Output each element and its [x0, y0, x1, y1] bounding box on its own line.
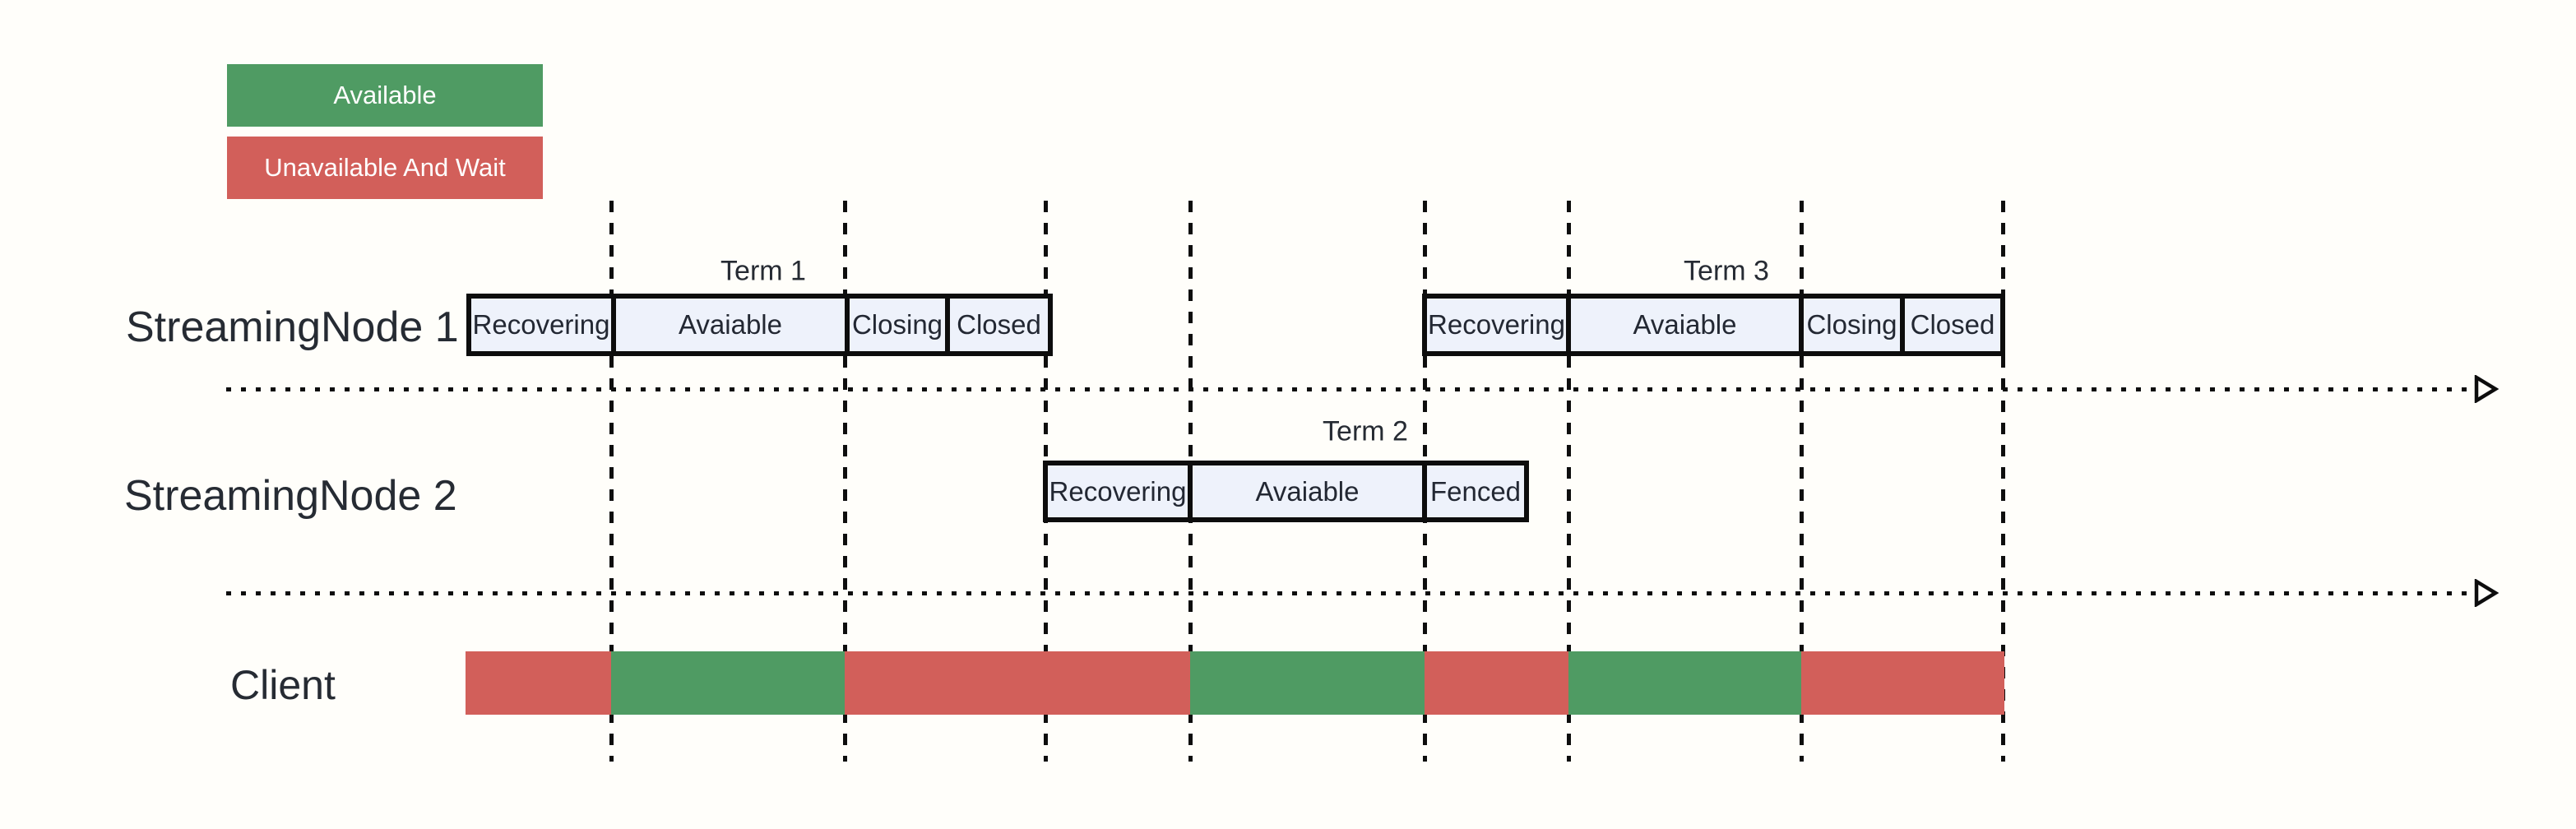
client-segment-available: [1568, 651, 1801, 715]
state-box-avaiable: Avaiable: [611, 294, 850, 356]
time-boundary-line-2: [843, 201, 847, 762]
state-box-closing: Closing: [845, 294, 950, 356]
client-segment-unavailable: [1425, 651, 1568, 715]
client-segment-available: [1190, 651, 1425, 715]
term-2-label: Term 2: [1323, 415, 1408, 447]
term-3-group: Recovering Avaiable Closing Closed: [1422, 294, 2005, 356]
client-segment-unavailable: [1801, 651, 2004, 715]
term-1-group: Recovering Avaiable Closing Closed: [466, 294, 1053, 356]
row-label-streaming-node-2: StreamingNode 2: [124, 472, 457, 520]
legend-item-unavailable: Unavailable And Wait: [227, 137, 543, 199]
state-box-recovering: Recovering: [1422, 294, 1571, 356]
state-box-closed: Closed: [945, 294, 1053, 356]
time-boundary-line-8: [2001, 201, 2005, 762]
legend-label-unavailable: Unavailable And Wait: [264, 153, 506, 182]
arrow-right-icon: [2474, 579, 2499, 607]
state-box-recovering: Recovering: [1043, 461, 1193, 522]
client-segment-available: [611, 651, 845, 715]
timeline-axis-2: [226, 591, 2476, 595]
client-segment-unavailable: [466, 651, 611, 715]
row-label-streaming-node-1: StreamingNode 1: [126, 303, 459, 351]
row-label-client: Client: [230, 662, 336, 708]
client-availability-bar: [466, 651, 2004, 715]
state-box-closed: Closed: [1900, 294, 2005, 356]
state-box-avaiable: Avaiable: [1566, 294, 1804, 356]
term-1-label: Term 1: [720, 255, 806, 287]
client-segment-unavailable: [845, 651, 1190, 715]
state-box-avaiable: Avaiable: [1188, 461, 1427, 522]
timeline-axis-1: [226, 387, 2476, 391]
state-box-fenced: Fenced: [1422, 461, 1529, 522]
legend-item-available: Available: [227, 64, 543, 127]
legend-label-available: Available: [333, 81, 437, 109]
arrow-right-icon: [2474, 375, 2499, 403]
state-box-recovering: Recovering: [466, 294, 616, 356]
term-3-label: Term 3: [1684, 255, 1769, 287]
time-boundary-line-1: [609, 201, 614, 762]
time-boundary-line-6: [1567, 201, 1571, 762]
state-box-closing: Closing: [1799, 294, 1905, 356]
term-2-group: Recovering Avaiable Fenced: [1043, 461, 1529, 522]
time-boundary-line-7: [1800, 201, 1804, 762]
